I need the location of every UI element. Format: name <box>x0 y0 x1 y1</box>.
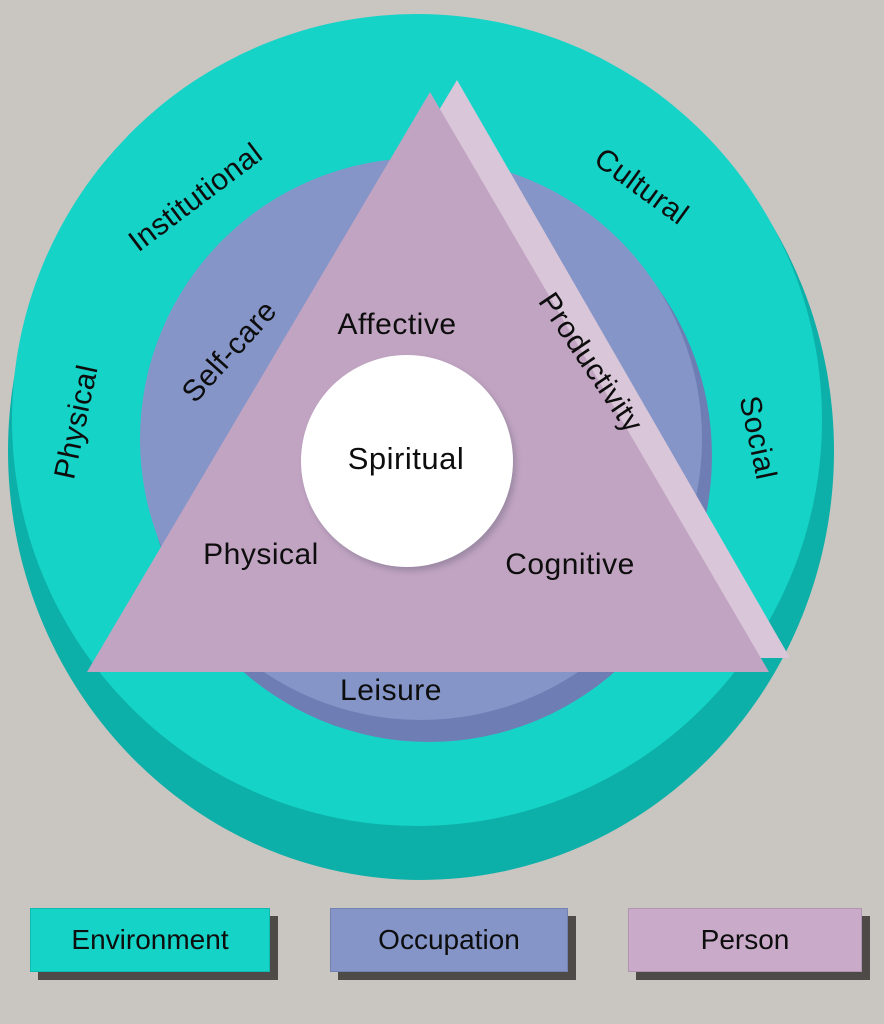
person-label-affective: Affective <box>337 308 457 341</box>
spiritual-label: Spiritual <box>347 441 465 476</box>
person-label-cognitive: Cognitive <box>505 548 635 581</box>
spiritual-circle <box>301 355 513 567</box>
occupation-label-leisure: Leisure <box>340 674 442 707</box>
person-label-physical: Physical <box>203 538 319 571</box>
